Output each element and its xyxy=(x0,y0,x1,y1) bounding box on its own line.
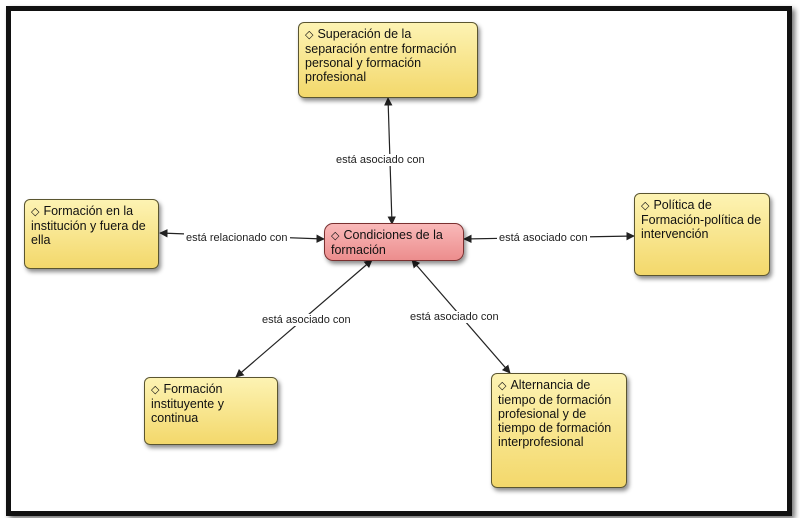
edge-label-top: está asociado con xyxy=(334,154,427,166)
node-text: Condiciones de la formación xyxy=(331,228,443,257)
edge-label-left: está relacionado con xyxy=(184,232,290,244)
node-text: Política de Formación-política de interv… xyxy=(641,198,762,241)
node-text: Alternancia de tiempo de formación profe… xyxy=(498,378,612,449)
edge-label-right: está asociado con xyxy=(497,232,590,244)
node-text: Formación instituyente y continua xyxy=(151,382,224,425)
edge-label-bottom-left: está asociado con xyxy=(260,314,353,326)
concept-node-bottom-left[interactable]: ◇Formación instituyente y continua xyxy=(144,377,278,445)
node-text: Superación de la separación entre formac… xyxy=(305,27,457,84)
concept-node-right[interactable]: ◇Política de Formación-política de inter… xyxy=(634,193,770,276)
edge-label-bottom-right: está asociado con xyxy=(408,311,501,323)
diamond-icon: ◇ xyxy=(31,205,40,218)
diamond-icon: ◇ xyxy=(641,199,650,212)
concept-node-bottom-right[interactable]: ◇Alternancia de tiempo de formación prof… xyxy=(491,373,627,488)
diamond-icon: ◇ xyxy=(305,28,314,41)
diamond-icon: ◇ xyxy=(498,379,507,392)
node-text: Formación en la institución y fuera de e… xyxy=(31,204,146,247)
concept-node-left[interactable]: ◇Formación en la institución y fuera de … xyxy=(24,199,159,269)
concept-node-top[interactable]: ◇Superación de la separación entre forma… xyxy=(298,22,478,98)
diamond-icon: ◇ xyxy=(151,383,160,396)
concept-node-center[interactable]: ◇Condiciones de la formación xyxy=(324,223,464,261)
diamond-icon: ◇ xyxy=(331,229,340,242)
